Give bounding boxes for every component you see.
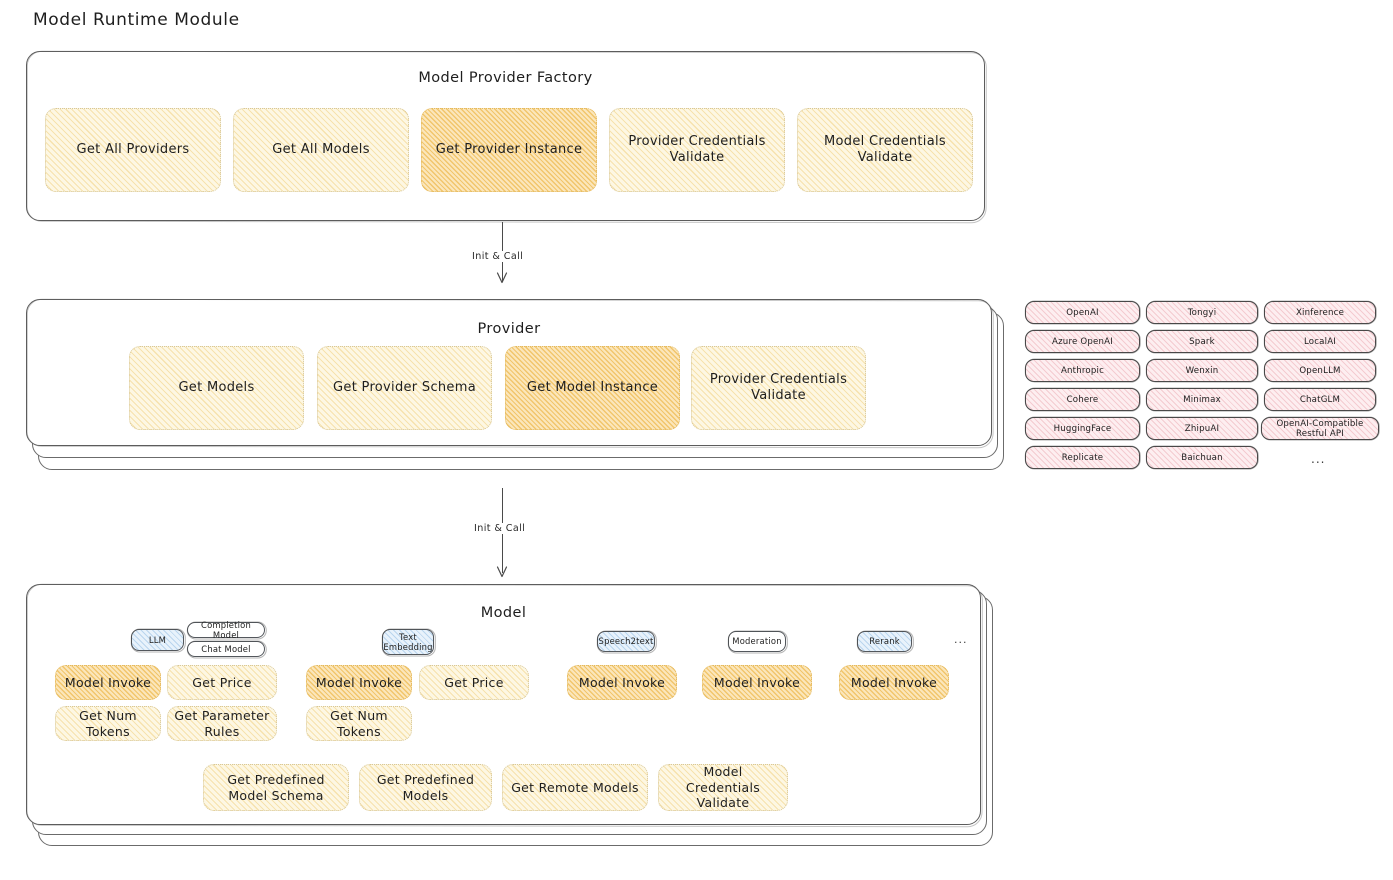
provider-pill-openllm[interactable]: OpenLLM <box>1264 359 1376 382</box>
provider-node-provider-credentials-validate[interactable]: Provider Credentials Validate <box>691 346 866 430</box>
model-subtype-badge-chat-model[interactable]: Chat Model <box>187 641 265 657</box>
provider-pill-chatglm[interactable]: ChatGLM <box>1264 388 1376 411</box>
model-type-badge-moderation[interactable]: Moderation <box>728 631 786 652</box>
provider-pill-minimax[interactable]: Minimax <box>1146 388 1258 411</box>
provider-pill-tongyi[interactable]: Tongyi <box>1146 301 1258 324</box>
provider-pill-anthropic[interactable]: Anthropic <box>1025 359 1140 382</box>
model-type-badge-speech2text[interactable]: Speech2text <box>597 631 655 652</box>
model-provider-factory-title: Model Provider Factory <box>418 70 593 86</box>
arrow-label-init-and-call-2: Init & Call <box>470 523 530 534</box>
llm-op-model-invoke[interactable]: Model Invoke <box>55 665 161 700</box>
text-embedding-op-model-invoke[interactable]: Model Invoke <box>306 665 412 700</box>
llm-op-get-price[interactable]: Get Price <box>167 665 277 700</box>
provider-list-more-ellipsis: ... <box>1311 452 1326 466</box>
provider-pill-openai-compatible-restful-api[interactable]: OpenAI-Compatible Restful API <box>1261 417 1379 440</box>
provider-box: Provider Get Models Get Provider Schema … <box>26 299 992 446</box>
provider-pill-openai[interactable]: OpenAI <box>1025 301 1140 324</box>
rerank-op-model-invoke[interactable]: Model Invoke <box>839 665 949 700</box>
factory-node-get-all-providers[interactable]: Get All Providers <box>45 108 221 192</box>
provider-pill-xinference[interactable]: Xinference <box>1264 301 1376 324</box>
arrow-provider-to-model-head <box>496 566 508 578</box>
model-type-badge-llm[interactable]: LLM <box>131 629 184 651</box>
text-embedding-op-get-price[interactable]: Get Price <box>419 665 529 700</box>
arrow-factory-to-provider-head <box>496 272 508 284</box>
page-title: Model Runtime Module <box>33 10 240 30</box>
provider-pill-cohere[interactable]: Cohere <box>1025 388 1140 411</box>
provider-node-get-model-instance[interactable]: Get Model Instance <box>505 346 680 430</box>
provider-title: Provider <box>477 321 541 337</box>
provider-pill-localai[interactable]: LocalAI <box>1264 330 1376 353</box>
provider-pill-azure-openai[interactable]: Azure OpenAI <box>1025 330 1140 353</box>
model-types-more-ellipsis: ... <box>954 633 968 646</box>
model-subtype-badge-completion-model[interactable]: Completion Model <box>187 620 265 640</box>
provider-node-get-models[interactable]: Get Models <box>129 346 304 430</box>
provider-pill-zhipuai[interactable]: ZhipuAI <box>1146 417 1258 440</box>
provider-pill-spark[interactable]: Spark <box>1146 330 1258 353</box>
factory-node-get-all-models[interactable]: Get All Models <box>233 108 409 192</box>
model-common-op-model-credentials-validate[interactable]: Model Credentials Validate <box>658 764 788 811</box>
provider-pill-baichuan[interactable]: Baichuan <box>1146 446 1258 469</box>
text-embedding-op-get-num-tokens[interactable]: Get Num Tokens <box>306 706 412 741</box>
model-type-badge-rerank[interactable]: Rerank <box>857 631 912 652</box>
llm-op-get-num-tokens[interactable]: Get Num Tokens <box>55 706 161 741</box>
factory-node-provider-credentials-validate[interactable]: Provider Credentials Validate <box>609 108 785 192</box>
factory-node-get-provider-instance[interactable]: Get Provider Instance <box>421 108 597 192</box>
model-title: Model <box>480 605 527 621</box>
arrow-label-init-and-call-1: Init & Call <box>468 251 528 262</box>
model-box: Model LLM Completion Model Chat Model Mo… <box>26 584 981 825</box>
model-common-op-get-predefined-model-schema[interactable]: Get Predefined Model Schema <box>203 764 349 811</box>
provider-node-get-provider-schema[interactable]: Get Provider Schema <box>317 346 492 430</box>
provider-pill-replicate[interactable]: Replicate <box>1025 446 1140 469</box>
provider-pill-huggingface[interactable]: HuggingFace <box>1025 417 1140 440</box>
speech2text-op-model-invoke[interactable]: Model Invoke <box>567 665 677 700</box>
moderation-op-model-invoke[interactable]: Model Invoke <box>702 665 812 700</box>
model-common-op-get-predefined-models[interactable]: Get Predefined Models <box>359 764 492 811</box>
model-common-op-get-remote-models[interactable]: Get Remote Models <box>502 764 648 811</box>
llm-op-get-parameter-rules[interactable]: Get Parameter Rules <box>167 706 277 741</box>
provider-pill-wenxin[interactable]: Wenxin <box>1146 359 1258 382</box>
factory-node-model-credentials-validate[interactable]: Model Credentials Validate <box>797 108 973 192</box>
model-type-badge-text-embedding[interactable]: Text Embedding <box>382 629 434 655</box>
model-provider-factory-box: Model Provider Factory Get All Providers… <box>26 51 985 221</box>
